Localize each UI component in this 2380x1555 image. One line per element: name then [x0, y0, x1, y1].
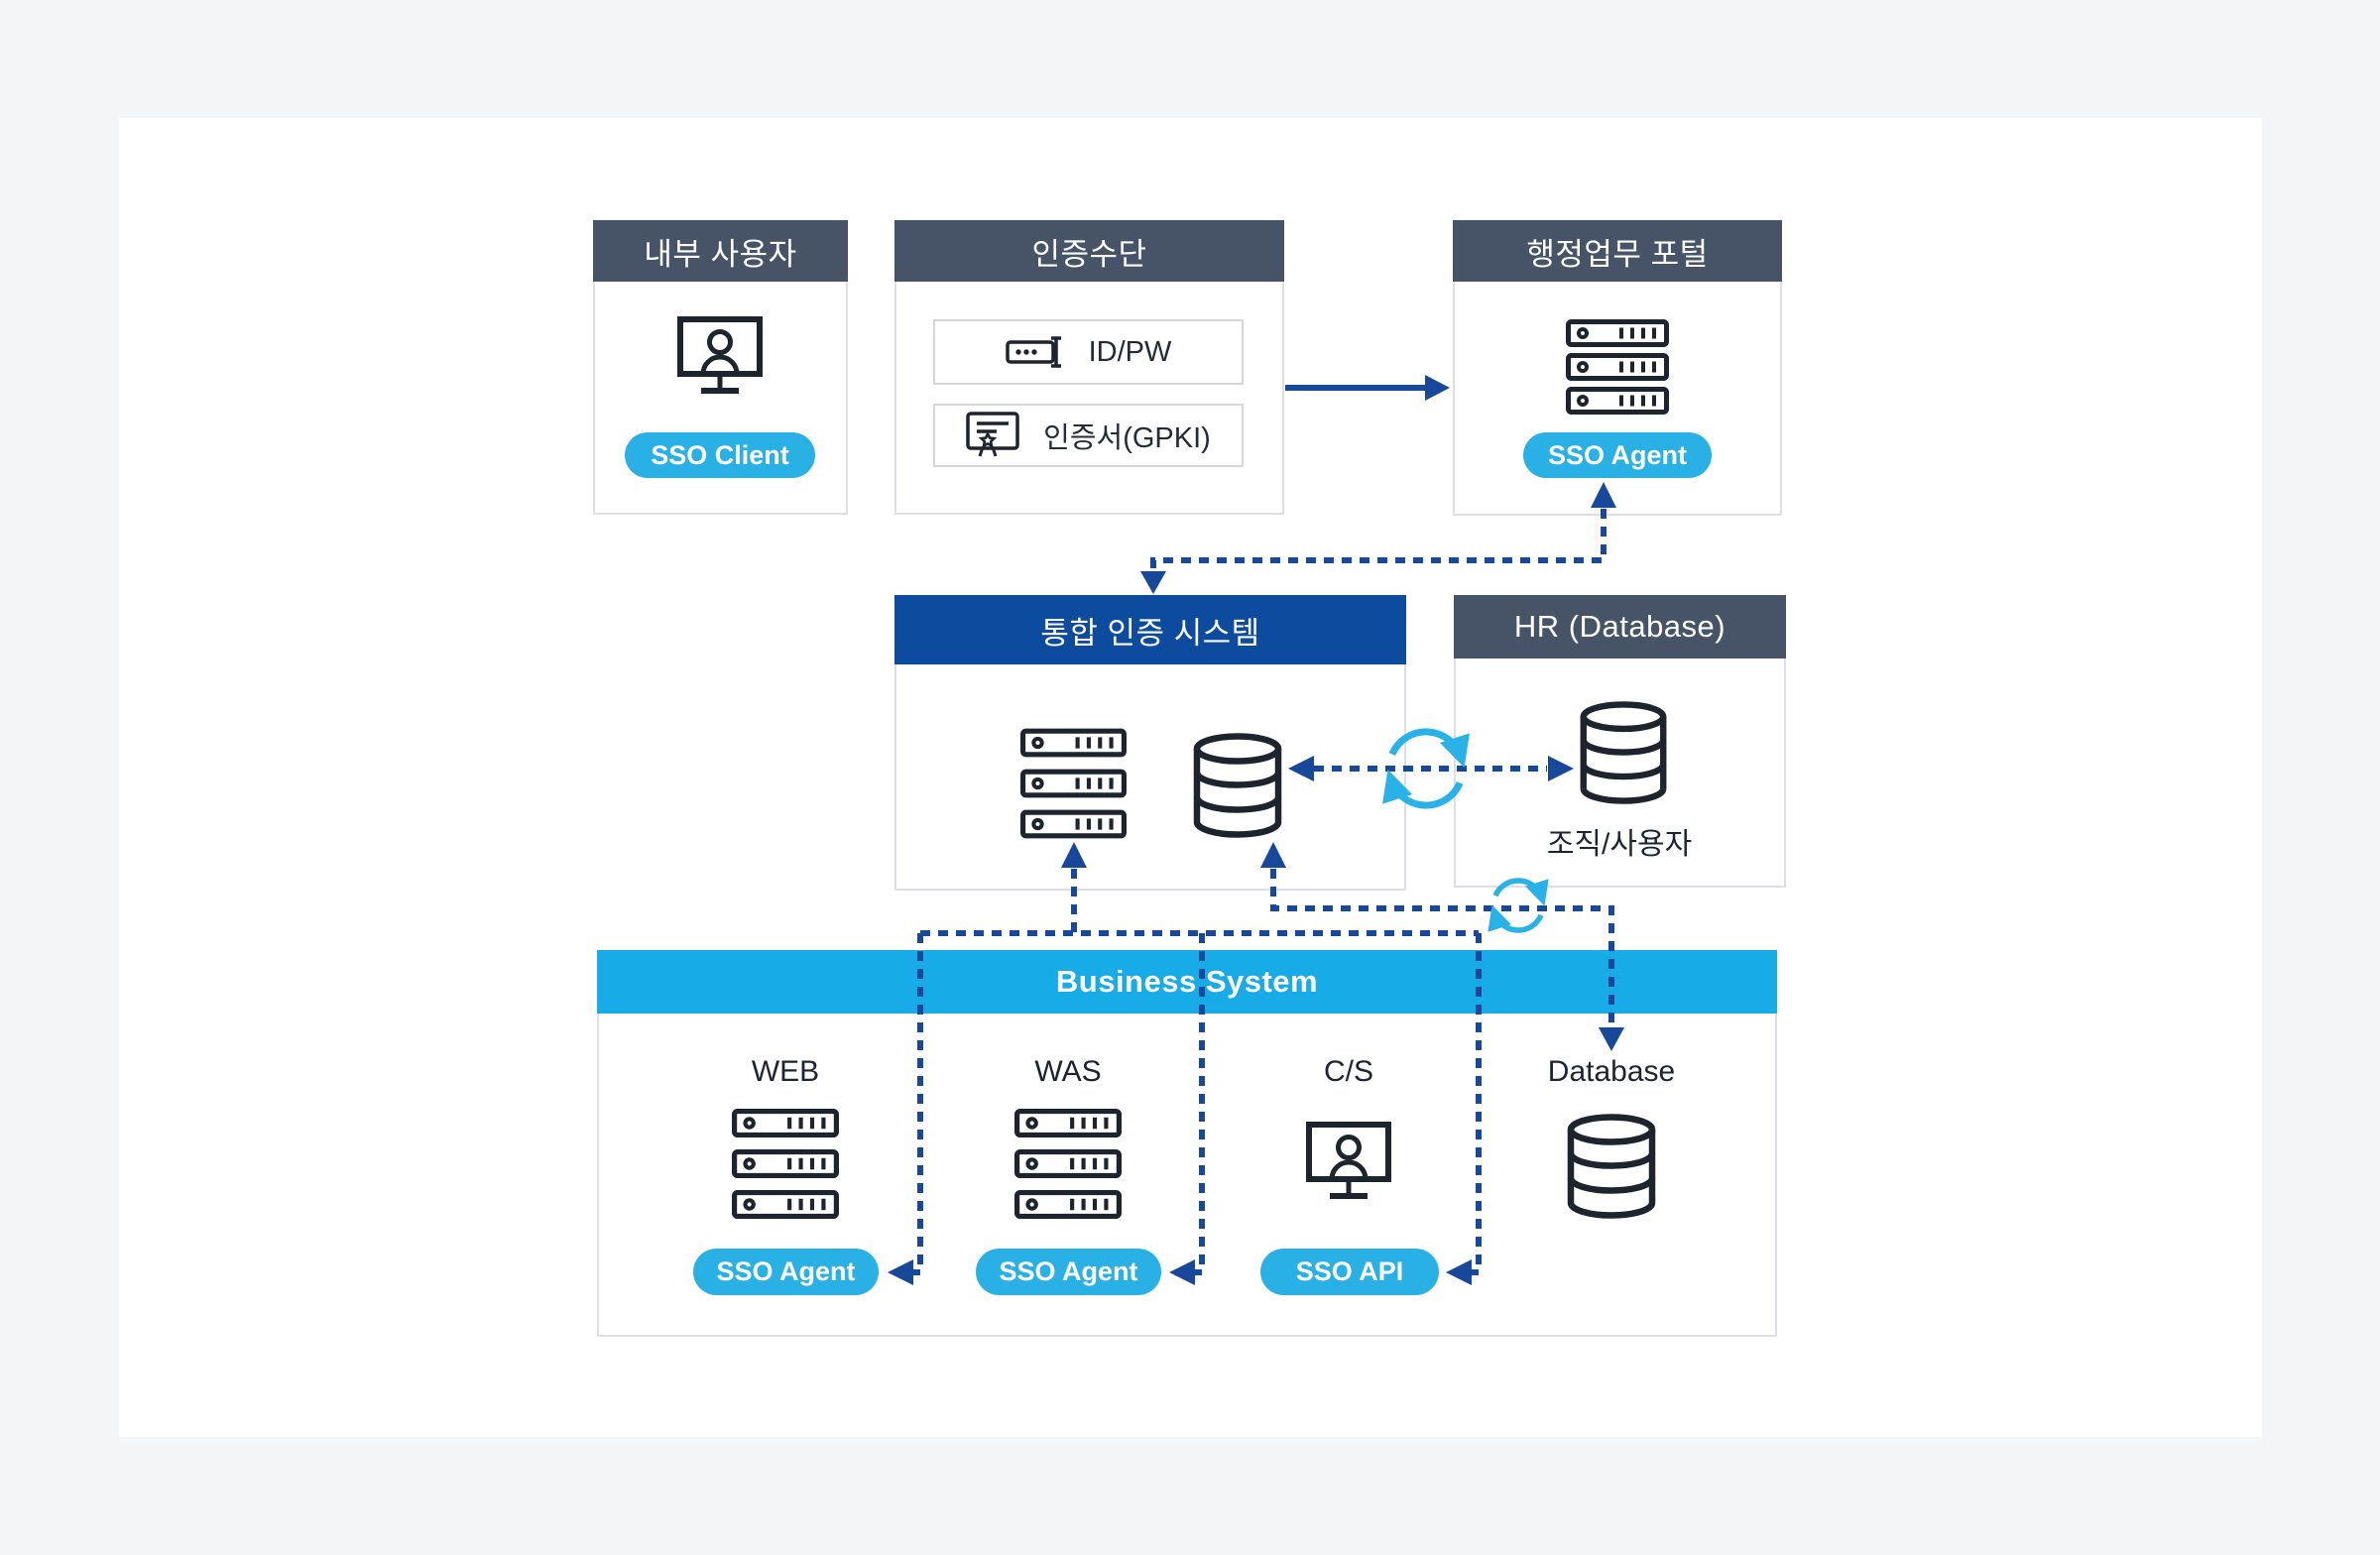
box-hr-database: HR (Database): [1454, 595, 1786, 888]
database-icon: [1192, 732, 1283, 839]
database-icon: [1566, 1113, 1657, 1220]
sso-agent-was-badge-label: SSO Agent: [999, 1256, 1138, 1286]
certificate-icon: [966, 412, 1021, 459]
server-stack-icon: [1020, 727, 1127, 840]
box-admin-portal-header: 행정업무 포털: [1453, 220, 1782, 282]
column-label-database: Database: [1547, 1055, 1676, 1088]
box-auth-system: 통합 인증 시스템: [894, 595, 1406, 891]
hr-db-caption: 조직/사용자: [1546, 828, 1693, 861]
box-business-system-header: Business System: [597, 950, 1777, 1014]
box-hr-database-title: HR (Database): [1513, 609, 1726, 644]
box-admin-portal-title: 행정업무 포털: [1526, 236, 1709, 272]
auth-item-idpw-label: ID/PW: [1088, 335, 1172, 368]
server-stack-icon: [732, 1107, 839, 1221]
column-label-cs: C/S: [1323, 1055, 1373, 1088]
sso-agent-portal-badge-label: SSO Agent: [1547, 439, 1687, 470]
box-auth-system-header: 통합 인증 시스템: [894, 595, 1406, 664]
sso-client-badge-label: SSO Client: [651, 439, 789, 470]
box-hr-database-header: HR (Database): [1454, 595, 1786, 658]
server-stack-icon: [1014, 1107, 1122, 1221]
box-auth-system-title: 통합 인증 시스템: [1040, 615, 1260, 651]
password-field-icon: [1005, 335, 1067, 369]
sso-api-badge-label: SSO API: [1295, 1256, 1404, 1286]
sso-agent-web-badge-label: SSO Agent: [716, 1256, 856, 1286]
monitor-user-icon: [676, 315, 764, 399]
box-auth-means-header: 인증수단: [894, 220, 1284, 282]
box-internal-user-title: 내부 사용자: [644, 236, 797, 272]
auth-item-idpw: ID/PW: [933, 319, 1244, 385]
database-icon: [1578, 700, 1669, 805]
auth-item-gpki-label: 인증서(GPKI): [1043, 422, 1211, 454]
sso-agent-was-badge: SSO Agent: [976, 1249, 1161, 1295]
auth-item-gpki: 인증서(GPKI): [933, 404, 1244, 467]
monitor-user-icon: [1305, 1121, 1392, 1204]
box-business-system-title: Business System: [1055, 964, 1319, 999]
box-auth-means-title: 인증수단: [1031, 236, 1147, 272]
column-label-was: WAS: [1034, 1055, 1102, 1088]
sso-client-badge: SSO Client: [625, 432, 815, 478]
box-internal-user-header: 내부 사용자: [593, 220, 848, 282]
sso-agent-portal-badge: SSO Agent: [1523, 432, 1712, 478]
sso-agent-web-badge: SSO Agent: [693, 1249, 879, 1295]
server-stack-icon: [1564, 319, 1671, 415]
column-label-web: WEB: [751, 1055, 820, 1088]
sso-api-badge: SSO API: [1260, 1249, 1439, 1295]
